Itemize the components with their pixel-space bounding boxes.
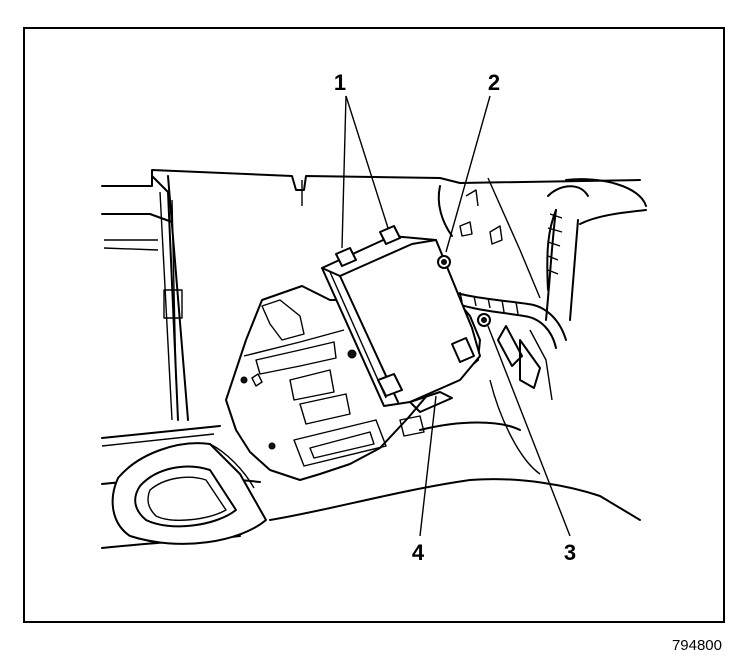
- callout-4: 4: [412, 540, 425, 565]
- air-duct: [111, 442, 267, 545]
- body-structure: [419, 177, 647, 475]
- figure-code: 794800: [672, 637, 722, 654]
- callout-2: 2: [488, 70, 500, 95]
- connector-1b: [379, 225, 401, 245]
- leader-lines: [341, 95, 571, 537]
- callout-1: 1: [334, 70, 346, 95]
- control-module: [321, 225, 491, 413]
- wiring-harness: [445, 209, 567, 389]
- callout-3: 3: [564, 540, 576, 565]
- dash-panel: [101, 169, 641, 447]
- connector-1a: [335, 247, 357, 267]
